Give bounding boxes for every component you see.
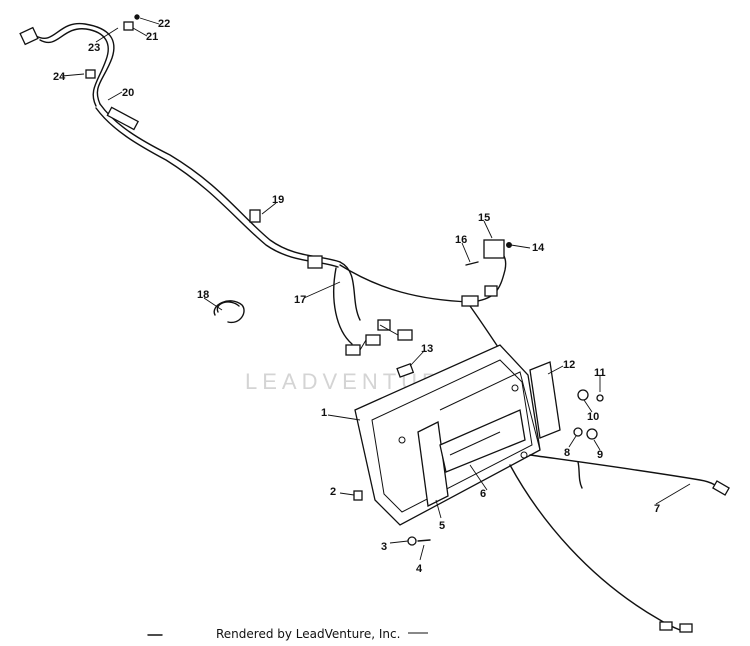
part-4-screw <box>417 539 431 542</box>
part-22 <box>134 14 140 20</box>
callout-10: 10 <box>587 411 599 423</box>
decal-6 <box>439 409 526 473</box>
lower-terminal-a <box>659 621 673 631</box>
branch-connector <box>461 295 479 307</box>
callout-21: 21 <box>146 31 158 43</box>
bundle-connector-c <box>377 319 391 331</box>
part-2 <box>353 490 363 501</box>
callout-12: 12 <box>563 359 575 371</box>
callout-19: 19 <box>272 194 284 206</box>
lower-terminal-b <box>679 623 693 633</box>
part-16-screw <box>465 261 479 266</box>
callout-24: 24 <box>53 71 66 83</box>
part-24 <box>85 69 96 79</box>
callout-20: 20 <box>122 87 134 99</box>
lower-wire <box>509 464 681 631</box>
rendered-by-footer: Rendered by LeadVenture, Inc. <box>216 627 401 641</box>
callout-14: 14 <box>532 242 545 254</box>
callout-8: 8 <box>564 447 570 459</box>
callout-3: 3 <box>381 541 387 553</box>
harness-clip-19 <box>249 209 261 223</box>
callout-11: 11 <box>594 367 606 379</box>
callout-5: 5 <box>439 520 445 532</box>
bundle-connector-b <box>365 334 381 346</box>
main-harness <box>19 22 507 356</box>
callout-15: 15 <box>478 212 490 224</box>
callout-9: 9 <box>597 449 603 461</box>
callout-18: 18 <box>197 289 209 301</box>
callout-22: 22 <box>158 18 170 30</box>
callout-labels: 1 2 3 4 5 6 7 8 9 10 11 12 13 14 15 16 1… <box>53 18 660 575</box>
branch-connector-2 <box>484 285 498 297</box>
part-18-clamp <box>213 300 245 324</box>
harness-end-connector <box>19 26 39 46</box>
callout-17: 17 <box>294 294 306 306</box>
part-10-nut <box>577 389 589 401</box>
decal-12 <box>529 361 561 439</box>
callout-1: 1 <box>321 407 327 419</box>
callout-23: 23 <box>88 42 100 54</box>
lead-7-terminal <box>712 480 730 496</box>
small-parts <box>85 14 604 546</box>
callout-leaders <box>61 17 691 561</box>
lower-leads <box>509 454 730 633</box>
part-15-module <box>483 239 505 259</box>
part-14 <box>506 242 512 248</box>
footer-marks <box>147 632 428 636</box>
harness-junction-connector <box>106 106 140 131</box>
bundle-connector-d <box>397 329 413 341</box>
part-11 <box>596 394 604 402</box>
callout-4: 4 <box>416 563 423 575</box>
decal-5 <box>417 421 449 507</box>
lead-7 <box>529 454 723 493</box>
part-21 <box>123 21 134 31</box>
callout-7: 7 <box>654 503 660 515</box>
part-8 <box>573 427 583 437</box>
callout-2: 2 <box>330 486 336 498</box>
harness-plug <box>307 255 323 269</box>
switch-panel <box>354 344 561 526</box>
part-9 <box>586 428 598 440</box>
callout-16: 16 <box>455 234 467 246</box>
callout-6: 6 <box>480 488 486 500</box>
part-7-pin <box>577 461 583 489</box>
part-13-switch <box>396 363 415 378</box>
bundle-connector-a <box>345 344 361 356</box>
part-3 <box>407 536 417 546</box>
callout-13: 13 <box>421 343 433 355</box>
